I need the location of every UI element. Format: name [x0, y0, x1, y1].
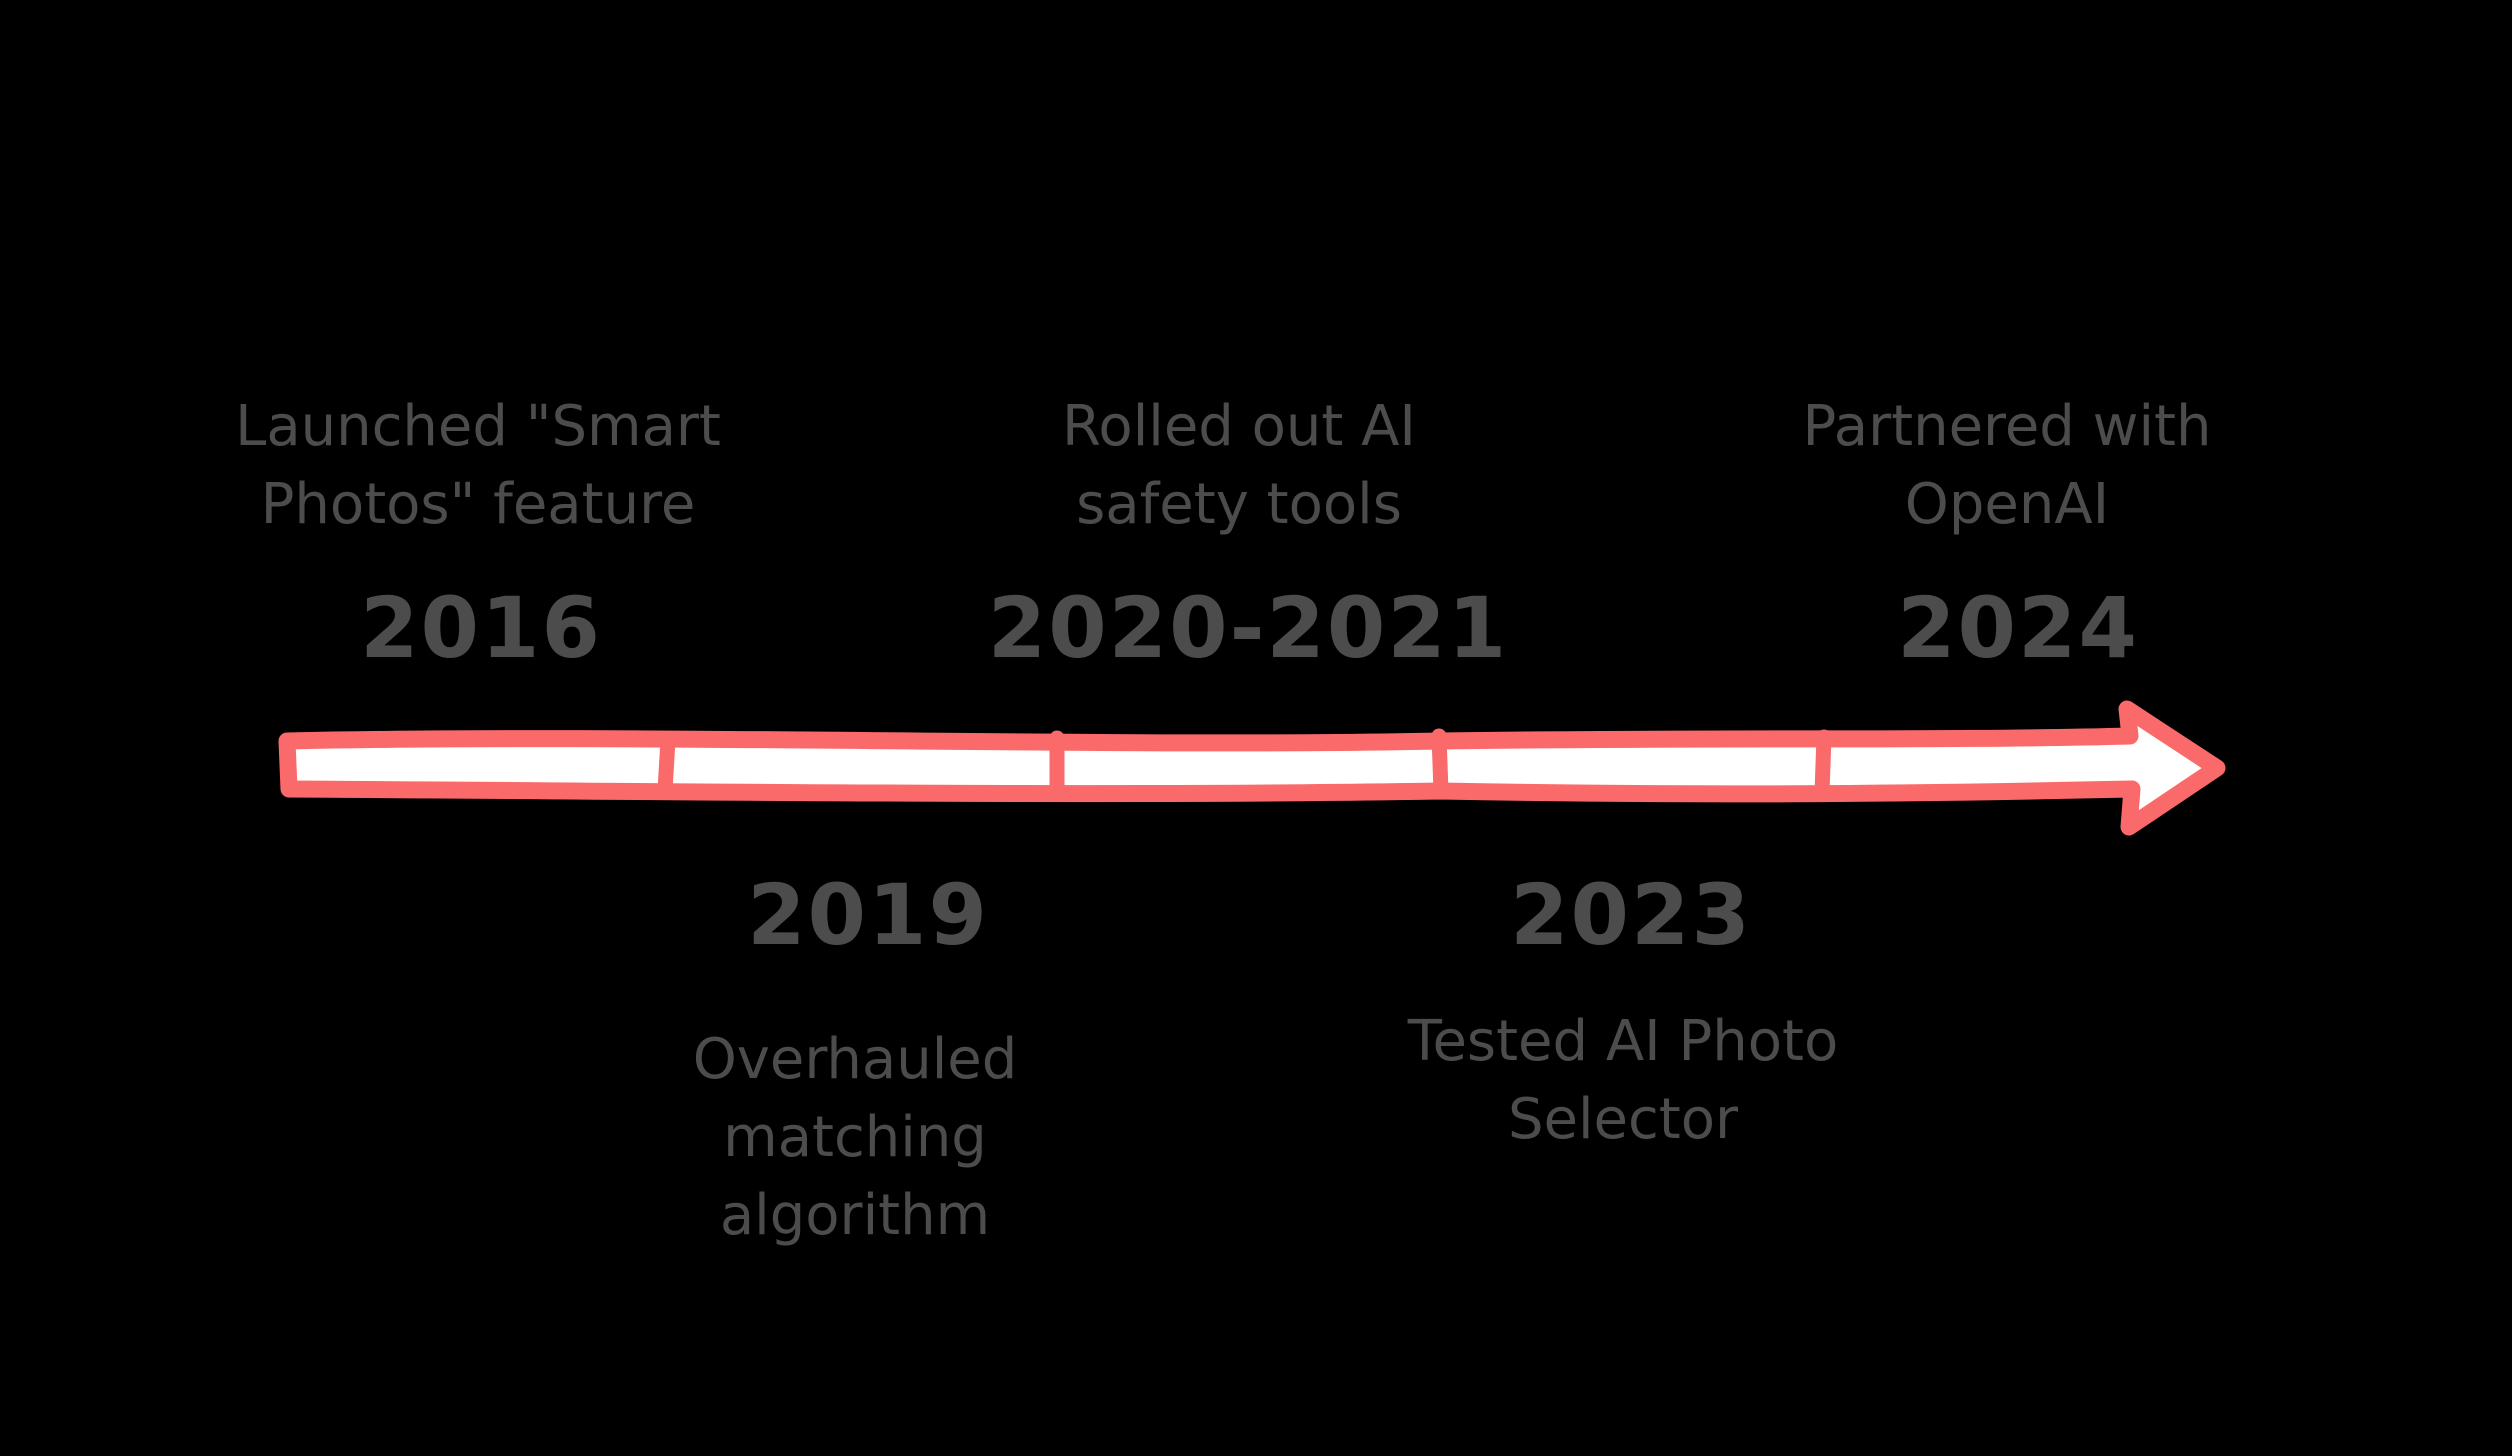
- event-label-2019: Overhauled matching algorithm: [693, 1021, 1018, 1255]
- timeline-segment-divider: [1431, 728, 1449, 799]
- event-year-2019: 2019: [747, 866, 989, 964]
- event-label-2023: Tested AI Photo Selector: [1408, 1003, 1838, 1159]
- event-year-2024: 2024: [1897, 579, 2139, 677]
- event-label-line: Overhauled: [692, 1027, 1018, 1092]
- event-year-2023: 2023: [1510, 866, 1752, 964]
- event-label-line: Photos" feature: [260, 472, 696, 537]
- event-label-line: algorithm: [719, 1183, 991, 1248]
- timeline-segment-divider: [1814, 729, 1832, 800]
- event-year-2020-2021: 2020-2021: [987, 579, 1509, 677]
- event-label-2020-2021: Rolled out AI safety tools: [1062, 388, 1416, 544]
- event-label-line: Rolled out AI: [1062, 394, 1416, 459]
- event-label-line: matching: [723, 1105, 987, 1170]
- event-label-line: Selector: [1507, 1087, 1739, 1152]
- event-year-2016: 2016: [360, 579, 602, 677]
- event-label-line: safety tools: [1076, 472, 1402, 537]
- event-label-line: Tested AI Photo: [1407, 1009, 1839, 1074]
- timeline-arrow: [278, 700, 2226, 836]
- event-label-line: OpenAI: [1904, 472, 2110, 537]
- event-label-line: Partnered with: [1802, 394, 2212, 459]
- event-label-line: Launched "Smart: [235, 394, 721, 459]
- event-label-2024: Partnered with OpenAI: [1803, 388, 2212, 544]
- timeline-segment-divider: [657, 732, 676, 798]
- event-label-2016: Launched "Smart Photos" feature: [235, 388, 721, 544]
